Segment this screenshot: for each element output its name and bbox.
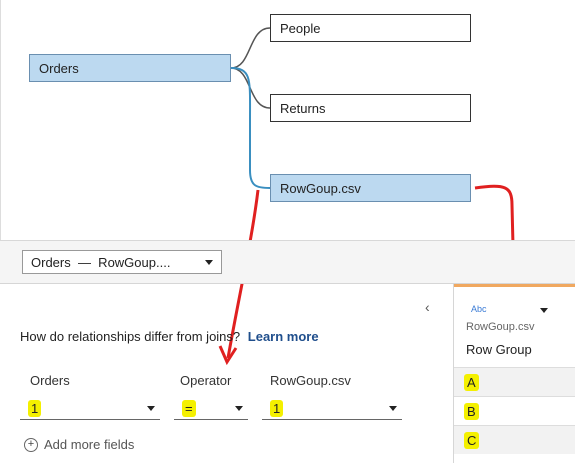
relationship-dropdown-label: Orders — RowGoup....: [31, 254, 171, 270]
table-people[interactable]: People: [270, 14, 471, 42]
right-table-header: RowGoup.csv: [270, 373, 351, 388]
learn-more-link[interactable]: Learn more: [247, 329, 319, 344]
field-name: Row Group: [466, 342, 532, 357]
string-type-icon[interactable]: Abc: [471, 304, 487, 314]
cell-value: A: [464, 373, 479, 391]
pane-divider[interactable]: [0, 240, 575, 241]
table-returns[interactable]: Returns: [270, 94, 471, 122]
add-more-fields-button[interactable]: + Add more fields: [24, 437, 134, 452]
chevron-down-icon: [235, 406, 243, 411]
add-more-label: Add more fields: [44, 437, 135, 452]
data-row: C: [454, 425, 575, 454]
operator-value: =: [182, 400, 196, 417]
table-returns-label: Returns: [280, 100, 326, 116]
help-question: How do relationships differ from joins?: [20, 329, 241, 344]
plus-circle-icon: +: [24, 437, 38, 452]
chevron-down-icon: [389, 406, 397, 411]
cell-value: B: [464, 402, 479, 420]
collapse-arrow-icon[interactable]: ‹: [425, 299, 430, 315]
relationship-dropdown[interactable]: Orders — RowGoup....: [22, 250, 222, 274]
cell-value: C: [464, 431, 480, 449]
panel-accent-bar: [454, 284, 575, 287]
field-source: RowGoup.csv: [466, 321, 535, 333]
left-field-select[interactable]: 1: [20, 398, 160, 420]
chevron-down-icon[interactable]: [540, 308, 548, 313]
operator-select[interactable]: =: [174, 398, 248, 420]
data-row: B: [454, 396, 575, 425]
left-field-value: 1: [28, 400, 42, 417]
data-row: A: [454, 367, 575, 396]
red-arrowhead-fields: [218, 345, 238, 366]
right-field-value: 1: [270, 400, 284, 417]
table-orders-label: Orders: [39, 60, 79, 76]
table-rowgoup[interactable]: RowGoup.csv: [270, 174, 471, 202]
chevron-down-icon: [205, 260, 213, 265]
table-rowgoup-label: RowGoup.csv: [280, 180, 361, 196]
left-table-header: Orders: [30, 373, 70, 388]
relationship-bar: Orders — RowGoup....: [0, 241, 575, 284]
relationships-help-text: How do relationships differ from joins? …: [20, 329, 319, 344]
data-preview-panel: Abc RowGoup.csv Row Group A B C: [453, 284, 575, 463]
table-orders[interactable]: Orders: [29, 54, 231, 82]
table-people-label: People: [280, 20, 321, 36]
chevron-down-icon: [147, 406, 155, 411]
right-field-select[interactable]: 1: [262, 398, 402, 420]
operator-header: Operator: [180, 373, 232, 388]
